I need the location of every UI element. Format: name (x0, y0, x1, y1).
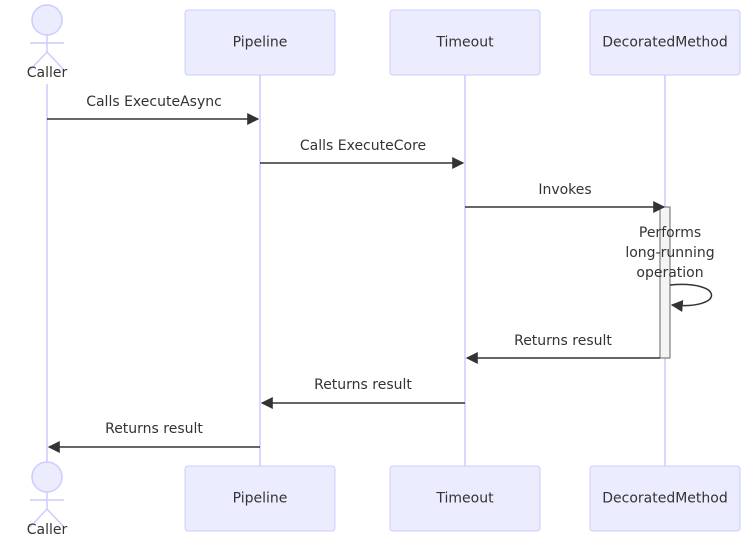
message-label: Invokes (538, 182, 591, 198)
participant-label: Timeout (435, 491, 494, 507)
participant-timeout-top: Timeout (389, 9, 541, 76)
participant-timeout-bottom: Timeout (389, 465, 541, 532)
message-label-line: long-running (625, 245, 714, 261)
message-calls-executecore: Calls ExecuteCore (260, 138, 465, 169)
message-invokes: Invokes (465, 182, 666, 213)
message-self-long-running-operation: Performs long-running operation (625, 225, 715, 312)
actor-label: Caller (27, 65, 68, 81)
message-label-line: Performs (639, 225, 701, 241)
participant-label: Timeout (435, 35, 494, 51)
actor-label: Caller (27, 522, 68, 538)
participant-label: Pipeline (233, 35, 288, 51)
participant-label: DecoratedMethod (602, 491, 728, 507)
participant-decoratedmethod-bottom: DecoratedMethod (589, 465, 741, 532)
actor-caller-top: Caller (27, 4, 68, 81)
message-label: Calls ExecuteAsync (86, 94, 222, 110)
actor-caller-bottom: Caller (27, 461, 68, 538)
participant-label: Pipeline (233, 491, 288, 507)
message-label: Calls ExecuteCore (300, 138, 426, 154)
participant-pipeline-top: Pipeline (184, 9, 336, 76)
participant-decoratedmethod-top: DecoratedMethod (589, 9, 741, 76)
message-calls-executeasync: Calls ExecuteAsync (47, 94, 260, 125)
message-label: Returns result (105, 421, 203, 437)
message-label-line: operation (636, 265, 703, 281)
message-returns-result-to-pipeline: Returns result (260, 377, 465, 409)
message-returns-result-to-timeout: Returns result (465, 333, 660, 364)
participant-pipeline-bottom: Pipeline (184, 465, 336, 532)
message-label: Returns result (514, 333, 612, 349)
message-label: Returns result (314, 377, 412, 393)
participant-label: DecoratedMethod (602, 35, 728, 51)
message-returns-result-to-caller: Returns result (47, 421, 260, 453)
